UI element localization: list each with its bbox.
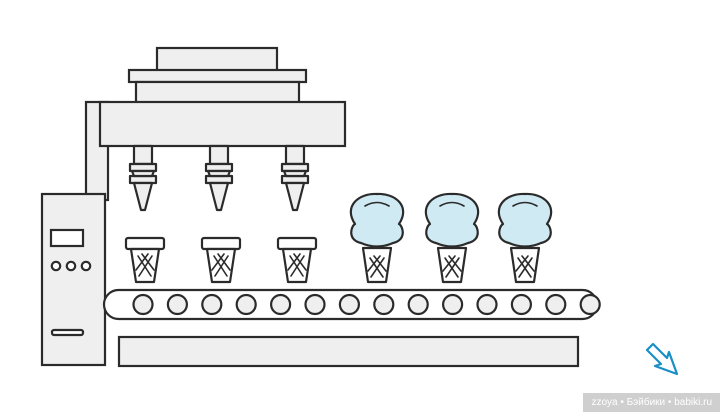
control-cabinet [40,192,107,367]
conveyor-roller [545,293,567,316]
control-knob-2 [65,260,77,272]
control-knob-3 [80,260,92,272]
empty-cone-2 [200,236,242,284]
nozzle-1 [128,144,158,212]
cone [509,246,541,284]
cone [436,246,468,284]
watermark: zzoya • Бэйбики • babiki.ru [583,393,720,412]
nozzle-3 [280,144,310,212]
conveyor-roller [476,293,498,316]
ice-cream-cone-2 [424,192,480,284]
ice-cream-cone-3 [497,192,553,284]
control-display [49,228,85,248]
conveyor-roller [579,293,601,316]
nozzle-2 [204,144,234,212]
ice-cream-cone-1 [349,192,405,284]
control-knob-1 [50,260,62,272]
conveyor-roller [373,293,395,316]
conveyor-roller [166,293,188,316]
conveyor-roller [201,293,223,316]
conveyor-roller [338,293,360,316]
conveyor-base [117,335,580,368]
empty-cone-1 [124,236,166,284]
machine-main-body [98,100,347,148]
conveyor-roller [442,293,464,316]
cone [361,246,393,284]
arrow-down-right-icon[interactable] [643,340,683,380]
machine-cap [127,68,308,84]
conveyor-roller [407,293,429,316]
machine-top [155,46,279,73]
conveyor-roller [132,293,154,316]
conveyor-roller [235,293,257,316]
conveyor-roller [510,293,533,316]
control-slot [50,328,85,337]
conveyor-roller [270,293,292,316]
conveyor-roller [304,293,326,316]
empty-cone-3 [276,236,318,284]
machine-upper-block [134,80,301,105]
